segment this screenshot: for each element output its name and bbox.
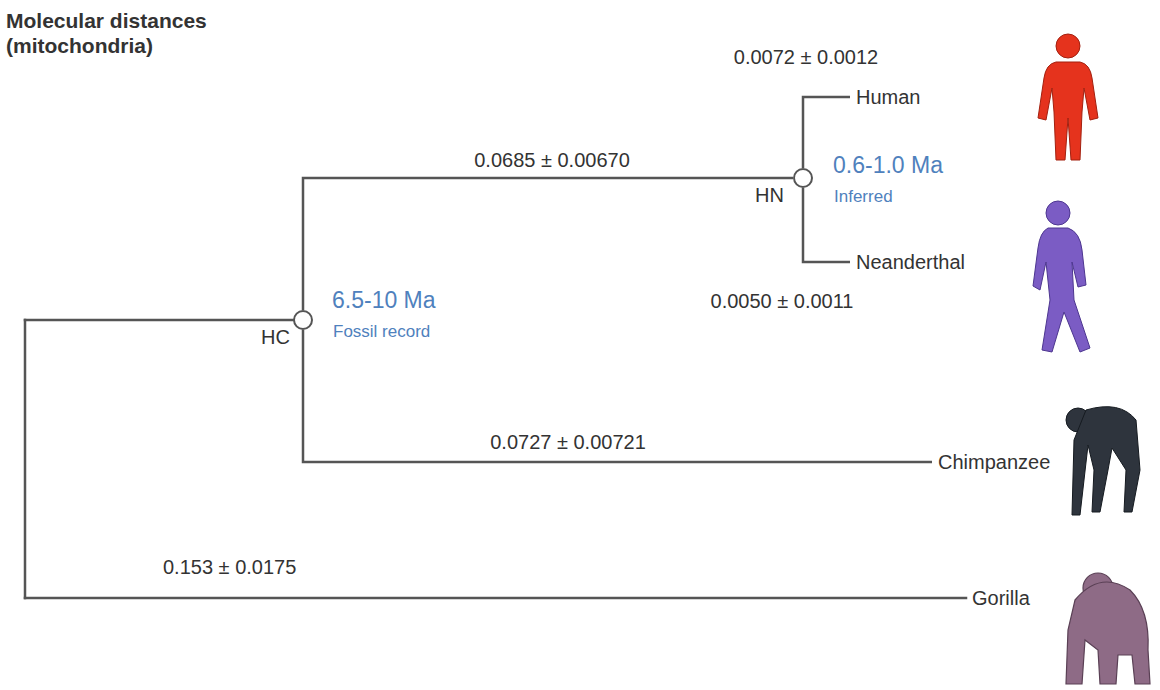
branch-length: 0.153 ± 0.0175 xyxy=(160,556,299,579)
taxon-label: Neanderthal xyxy=(850,251,967,274)
taxon-label: Gorilla xyxy=(966,587,1032,610)
neanderthal-figure xyxy=(1033,201,1090,352)
taxon-name: Chimpanzee xyxy=(938,451,1050,473)
chimpanzee-figure xyxy=(1066,407,1140,515)
date-estimate: 0.6-1.0 Ma xyxy=(833,152,943,179)
date-source: Inferred xyxy=(834,187,893,207)
taxon-name: Human xyxy=(856,86,920,108)
node-label: HC xyxy=(261,326,290,349)
gorilla-figure xyxy=(1066,573,1150,684)
branch-length: 0.0727 ± 0.00721 xyxy=(487,431,649,454)
branch-length: 0.0050 ± 0.0011 xyxy=(708,290,857,313)
branch-length: 0.0072 ± 0.0012 xyxy=(731,46,881,69)
date-estimate: 6.5-10 Ma xyxy=(332,287,436,314)
branch-length: 0.0685 ± 0.00670 xyxy=(471,149,633,172)
root-to-hc-line xyxy=(25,319,293,322)
taxon-name: Neanderthal xyxy=(856,251,965,273)
diagram-title: Molecular distances (mitochondria) xyxy=(6,8,236,58)
taxon-label: Human xyxy=(850,86,922,109)
taxon-name: Gorilla xyxy=(972,587,1030,609)
root-line xyxy=(24,320,27,598)
human-figure xyxy=(1038,34,1098,160)
divergence-node: HC xyxy=(293,310,313,330)
taxon-label: Chimpanzee xyxy=(932,451,1052,474)
node-label: HN xyxy=(755,184,784,207)
tree-branch xyxy=(303,330,932,462)
divergence-node: HN xyxy=(793,168,813,188)
root-branches xyxy=(25,320,966,598)
date-source: Fossil record xyxy=(333,322,430,342)
gorilla-branch xyxy=(25,597,966,600)
